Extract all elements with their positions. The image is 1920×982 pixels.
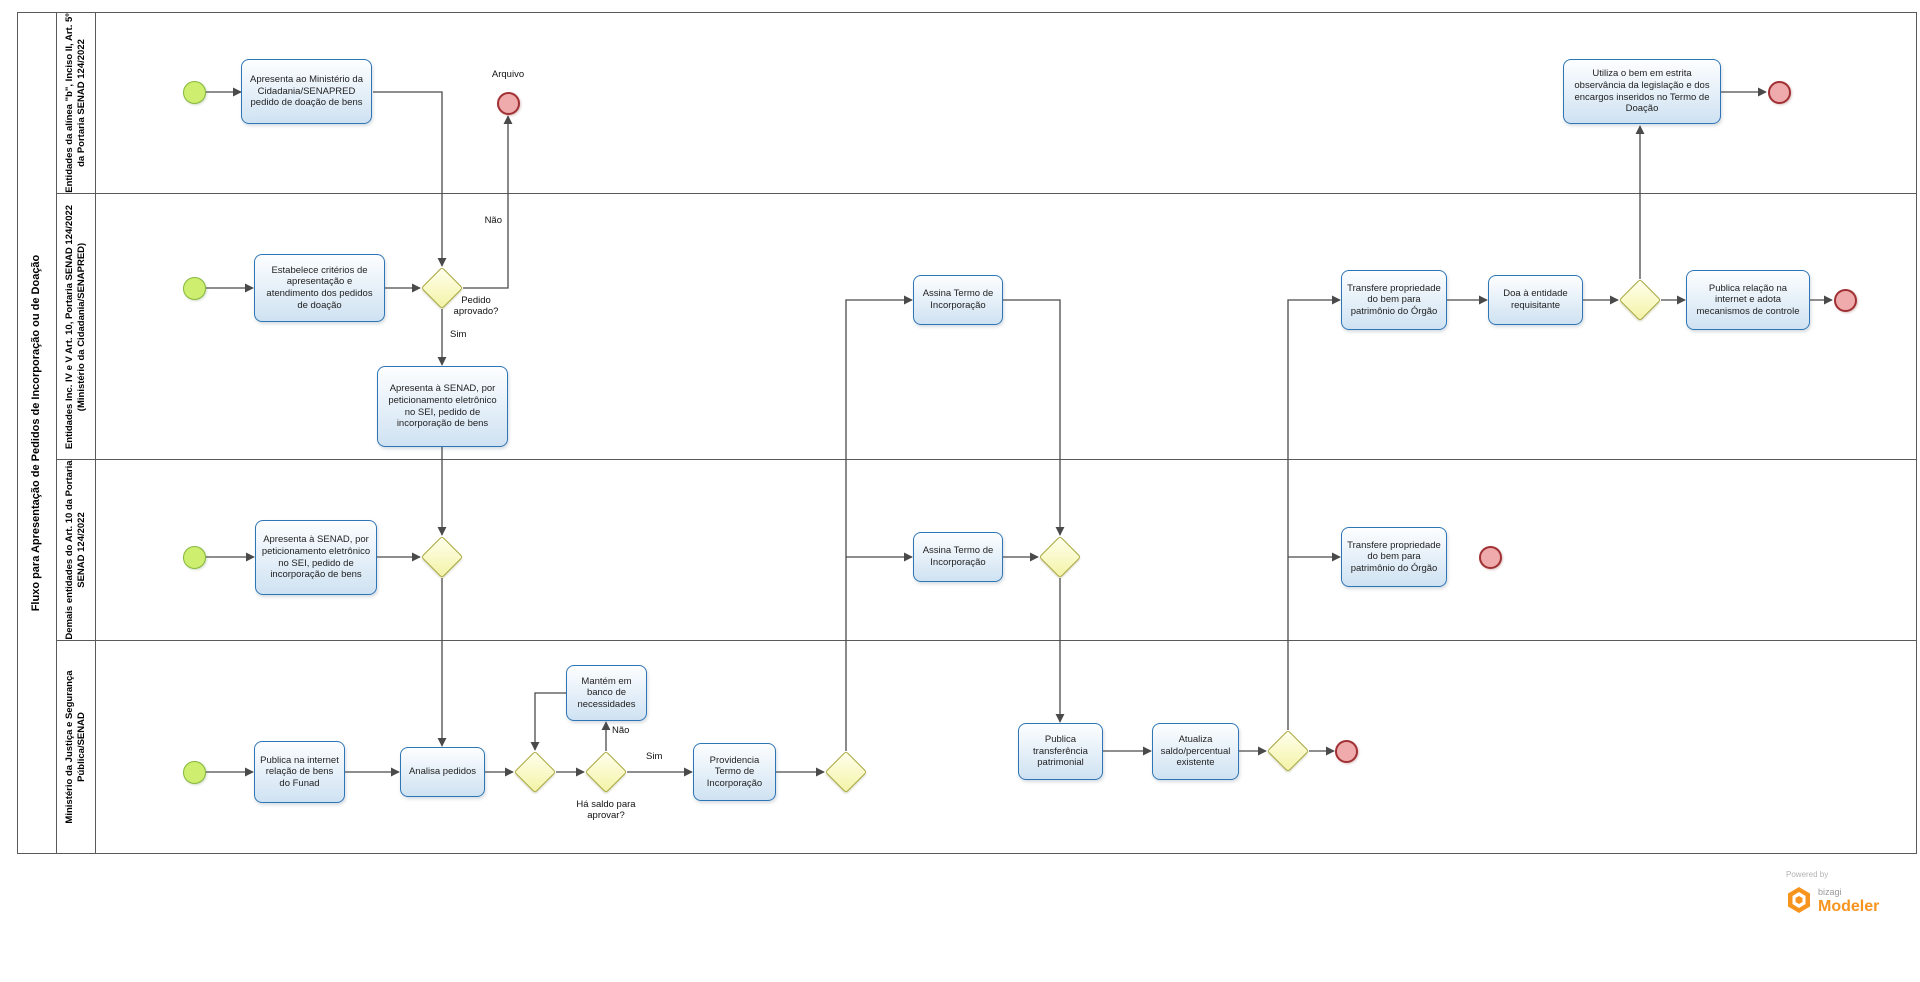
task-label: Estabelece critérios de apresentação e a… bbox=[266, 264, 373, 311]
modeler-product-label: Modeler bbox=[1818, 898, 1880, 915]
task-analisa-pedidos[interactable]: Analisa pedidos bbox=[400, 747, 485, 797]
bizagi-brand-label: bizagi bbox=[1818, 887, 1842, 897]
task-providencia-termo[interactable]: Providencia Termo de Incorporação bbox=[693, 743, 776, 801]
task-label: Apresenta à SENAD, por peticionamento el… bbox=[261, 534, 371, 581]
task-label: Apresenta ao Ministério da Cidadania/SEN… bbox=[249, 74, 363, 109]
task-apresenta-senad-lane2[interactable]: Apresenta à SENAD, por peticionamento el… bbox=[377, 366, 508, 447]
gateway-ha-saldo-label: Há saldo para aprovar? bbox=[576, 799, 636, 821]
lane-2-header: Entidades Inc. IV e V Art. 10, Portaria … bbox=[57, 193, 96, 460]
lanes-container: Entidades da alínea "b", Inciso II, Art.… bbox=[57, 13, 1916, 853]
lane-entidades-alinea-b: Entidades da alínea "b", Inciso II, Art.… bbox=[57, 13, 1916, 193]
task-label: Analisa pedidos bbox=[408, 766, 477, 778]
flow-label-nao-bottom: Não bbox=[612, 725, 630, 736]
task-publica-relacao[interactable]: Publica relação na internet e adota meca… bbox=[1686, 270, 1810, 330]
task-label: Transfere propriedade do bem para patrim… bbox=[1347, 282, 1441, 317]
end-event-lane1[interactable] bbox=[1768, 81, 1791, 104]
task-label: Apresenta à SENAD, por peticionamento el… bbox=[388, 383, 497, 430]
gateway-pedido-aprovado-label: Pedido aprovado? bbox=[453, 295, 499, 317]
start-event-lane2[interactable] bbox=[183, 277, 206, 300]
task-label: Utiliza o bem em estrita observância da … bbox=[1574, 68, 1710, 115]
powered-by-label: Powered by bbox=[1786, 870, 1829, 879]
task-apresenta-senad-lane3[interactable]: Apresenta à SENAD, por peticionamento el… bbox=[255, 520, 377, 595]
end-event-lane4[interactable] bbox=[1335, 740, 1358, 763]
task-apresenta-ministerio-cidadania[interactable]: Apresenta ao Ministério da Cidadania/SEN… bbox=[241, 59, 372, 124]
task-transfere-propriedade-lane2[interactable]: Transfere propriedade do bem para patrim… bbox=[1341, 270, 1447, 330]
lane-2-label: Entidades Inc. IV e V Art. 10, Portaria … bbox=[64, 204, 87, 449]
flow-label-nao-top: Não bbox=[484, 215, 502, 226]
start-event-lane1[interactable] bbox=[183, 81, 206, 104]
task-publica-internet-funad[interactable]: Publica na internet relação de bens do F… bbox=[254, 741, 345, 803]
task-label: Publica transferência patrimonial bbox=[1033, 734, 1088, 769]
task-doa-entidade[interactable]: Doa à entidade requisitante bbox=[1488, 275, 1583, 325]
task-utiliza-bem[interactable]: Utiliza o bem em estrita observância da … bbox=[1563, 59, 1721, 124]
end-event-arquivo[interactable] bbox=[497, 92, 520, 115]
task-estabelece-criterios[interactable]: Estabelece critérios de apresentação e a… bbox=[254, 254, 385, 322]
lane-3-label: Demais entidades do Art. 10 da Portaria … bbox=[64, 460, 87, 640]
lane-entidades-inc-iv-v: Entidades Inc. IV e V Art. 10, Portaria … bbox=[57, 192, 1916, 460]
task-label: Atualiza saldo/percentual existente bbox=[1160, 734, 1231, 769]
lane-1-label: Entidades da alínea "b", Inciso II, Art.… bbox=[64, 13, 87, 193]
pool: Fluxo para Apresentação de Pedidos de In… bbox=[17, 12, 1917, 854]
task-assina-termo-lane3[interactable]: Assina Termo de Incorporação bbox=[913, 532, 1003, 582]
task-label: Publica relação na internet e adota meca… bbox=[1696, 282, 1800, 317]
lane-mjsp-senad: Ministério da Justiça e Segurança Públic… bbox=[57, 640, 1916, 853]
end-event-lane2[interactable] bbox=[1834, 289, 1857, 312]
flow-label-sim-bottom: Sim bbox=[646, 751, 663, 762]
task-label: Mantém em banco de necessidades bbox=[577, 675, 636, 710]
start-event-lane4[interactable] bbox=[183, 761, 206, 784]
task-publica-transferencia[interactable]: Publica transferência patrimonial bbox=[1018, 723, 1103, 780]
task-label: Assina Termo de Incorporação bbox=[922, 545, 994, 568]
task-label: Assina Termo de Incorporação bbox=[922, 288, 994, 311]
lane-4-label: Ministério da Justiça e Segurança Públic… bbox=[64, 670, 87, 824]
lane-1-header: Entidades da alínea "b", Inciso II, Art.… bbox=[57, 13, 96, 193]
task-label: Doa à entidade requisitante bbox=[1503, 288, 1568, 311]
flow-label-sim-top: Sim bbox=[450, 329, 467, 340]
task-label: Transfere propriedade do bem para patrim… bbox=[1347, 539, 1441, 574]
lane-3-header: Demais entidades do Art. 10 da Portaria … bbox=[57, 460, 96, 641]
end-event-lane3[interactable] bbox=[1479, 546, 1502, 569]
lane-demais-entidades: Demais entidades do Art. 10 da Portaria … bbox=[57, 459, 1916, 641]
end-event-arquivo-label: Arquivo bbox=[491, 69, 525, 80]
task-mantem-banco[interactable]: Mantém em banco de necessidades bbox=[566, 665, 647, 721]
task-assina-termo-lane2[interactable]: Assina Termo de Incorporação bbox=[913, 275, 1003, 325]
lane-4-header: Ministério da Justiça e Segurança Públic… bbox=[57, 641, 96, 853]
pool-title: Fluxo para Apresentação de Pedidos de In… bbox=[30, 254, 43, 612]
task-label: Publica na internet relação de bens do F… bbox=[260, 754, 339, 789]
bizagi-logo-icon bbox=[1786, 886, 1812, 919]
pool-title-strip: Fluxo para Apresentação de Pedidos de In… bbox=[18, 13, 57, 853]
task-transfere-propriedade-lane3[interactable]: Transfere propriedade do bem para patrim… bbox=[1341, 527, 1447, 587]
task-atualiza-saldo[interactable]: Atualiza saldo/percentual existente bbox=[1152, 723, 1239, 780]
task-label: Providencia Termo de Incorporação bbox=[706, 754, 763, 789]
start-event-lane3[interactable] bbox=[183, 546, 206, 569]
